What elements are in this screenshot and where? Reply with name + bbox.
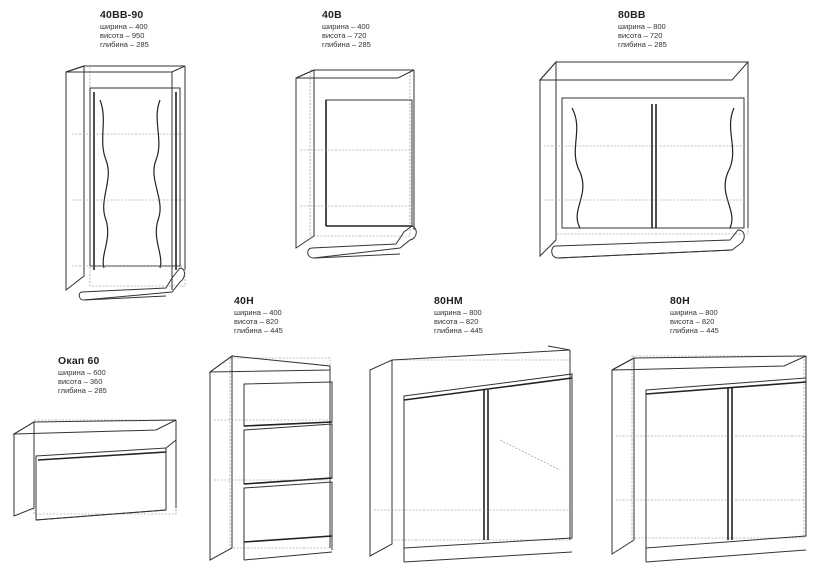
- cabinet-80vv: [538, 60, 750, 259]
- label-80vv: 80ВВ ширина – 800 висота – 720 глибина –…: [618, 10, 667, 49]
- label-okap-60: Окап 60 ширина – 600 висота – 360 глибин…: [58, 356, 107, 395]
- module-width: ширина – 400: [322, 21, 370, 31]
- module-name: 80ВВ: [618, 9, 646, 21]
- module-depth: глибина – 445: [670, 325, 719, 335]
- cabinet-80n: [611, 355, 807, 563]
- module-name: Окап 60: [58, 355, 100, 367]
- module-name: 40В: [322, 9, 342, 21]
- module-depth: глибина – 445: [434, 325, 483, 335]
- module-height: висота – 360: [58, 376, 103, 386]
- cabinet-40n: [208, 355, 333, 561]
- label-80n: 80Н ширина – 800 висота – 820 глибина – …: [670, 296, 719, 335]
- module-height: висота – 820: [234, 316, 279, 326]
- label-40v: 40В ширина – 400 висота – 720 глибина – …: [322, 10, 371, 49]
- module-width: ширина – 600: [58, 367, 106, 377]
- label-40vv-90: 40ВВ-90 ширина – 400 висота – 950 глибин…: [100, 10, 149, 49]
- module-height: висота – 720: [322, 30, 367, 40]
- module-name: 80НМ: [434, 295, 463, 307]
- label-40n: 40Н ширина – 400 висота – 820 глибина – …: [234, 296, 283, 335]
- module-width: ширина – 800: [434, 307, 482, 317]
- module-name: 40Н: [234, 295, 254, 307]
- module-depth: глибина – 285: [618, 39, 667, 49]
- module-width: ширина – 800: [670, 307, 718, 317]
- module-width: ширина – 800: [618, 21, 666, 31]
- module-depth: глибина – 445: [234, 325, 283, 335]
- module-height: висота – 820: [434, 316, 479, 326]
- module-height: висота – 820: [670, 316, 715, 326]
- module-depth: глибина – 285: [322, 39, 371, 49]
- module-height: висота – 950: [100, 30, 145, 40]
- cabinet-80nm: [369, 345, 573, 563]
- module-height: висота – 720: [618, 30, 663, 40]
- cabinet-okap-60: [12, 419, 177, 521]
- module-width: ширина – 400: [100, 21, 148, 31]
- module-name: 40ВВ-90: [100, 9, 144, 21]
- module-width: ширина – 400: [234, 307, 282, 317]
- module-depth: глибина – 285: [58, 385, 107, 395]
- label-80nm: 80НМ ширина – 800 висота – 820 глибина –…: [434, 296, 483, 335]
- module-name: 80Н: [670, 295, 690, 307]
- cabinet-40vv-90: [65, 65, 186, 301]
- cabinet-40v: [295, 69, 417, 259]
- module-depth: глибина – 285: [100, 39, 149, 49]
